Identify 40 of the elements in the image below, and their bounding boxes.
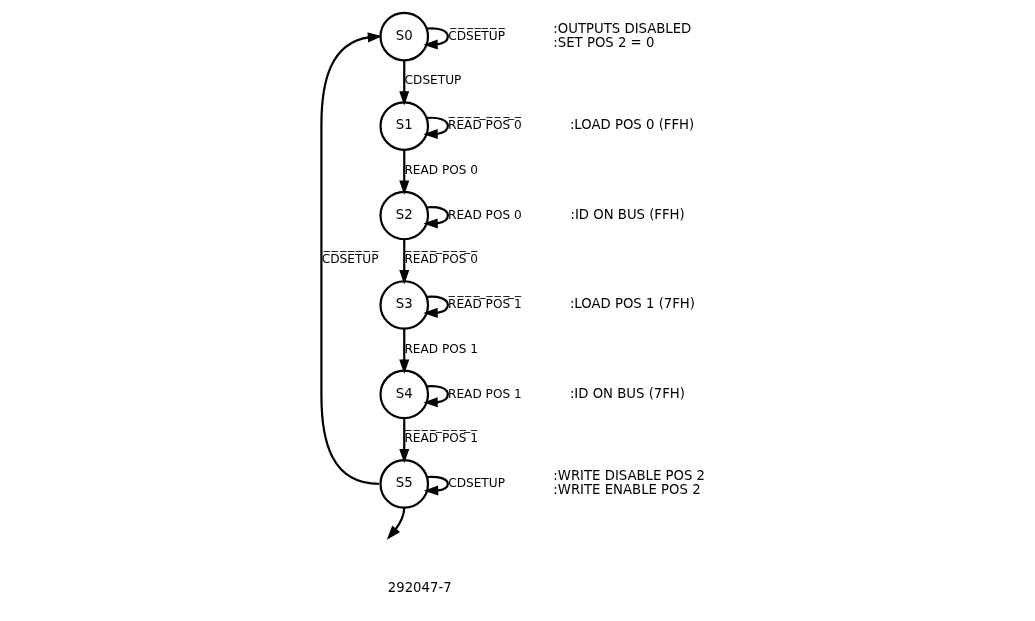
edge-label: C̅D̅S̅E̅T̅U̅P̅: [321, 252, 379, 267]
arrow: [398, 329, 409, 374]
edge-label: READ POS 0: [447, 207, 522, 222]
arrow: [398, 60, 409, 106]
arrow: [422, 295, 449, 318]
edge-label: READ POS 1: [403, 341, 478, 356]
node-circle: S4: [378, 369, 429, 420]
label: :SET POS 2 = 0: [552, 35, 654, 51]
arrow: [423, 475, 449, 496]
edge-label: C̅D̅S̅E̅T̅U̅P̅: [447, 28, 505, 43]
node-circle: S5: [378, 459, 429, 509]
edge-label: R̅E̅A̅D̅ ̅P̅O̅S̅ ̅1̅: [447, 297, 522, 312]
edge-label: R̅E̅A̅D̅ ̅P̅O̅S̅ ̅0̅: [403, 252, 478, 267]
label: :ID ON BUS (7FH): [569, 385, 685, 401]
edge-label: R̅E̅A̅D̅ ̅P̅O̅S̅ ̅0̅: [447, 118, 522, 133]
node-circle: S3: [378, 280, 429, 330]
label: :ID ON BUS (FFH): [569, 206, 685, 222]
edge-label: CDSETUP: [447, 475, 505, 490]
edge-label: READ POS 0: [403, 162, 478, 177]
label: :WRITE ENABLE POS 2: [552, 482, 701, 498]
arrow: [422, 27, 449, 50]
node-circle: S2: [378, 190, 429, 241]
node-circle: S0: [378, 11, 429, 62]
arrow: [398, 239, 409, 285]
arrow: [422, 206, 449, 229]
arrow: [422, 385, 449, 408]
arrow: [422, 116, 449, 139]
label: :LOAD POS 1 (7FH): [569, 296, 695, 312]
arrow: [319, 32, 382, 485]
arrow: [398, 418, 409, 464]
label: :OUTPUTS DISABLED: [552, 20, 691, 36]
edge-label: CDSETUP: [404, 73, 461, 88]
arrow: [398, 150, 409, 195]
label: 292047-7: [387, 579, 452, 595]
edge-label: R̅E̅A̅D̅ ̅P̅O̅S̅ ̅1̅: [403, 431, 478, 446]
label: :WRITE DISABLE POS 2: [552, 468, 705, 484]
label: :LOAD POS 0 (FFH): [569, 117, 694, 133]
edge-label: READ POS 1: [447, 386, 522, 401]
arrow: [386, 507, 405, 540]
node-circle: S1: [378, 101, 429, 151]
